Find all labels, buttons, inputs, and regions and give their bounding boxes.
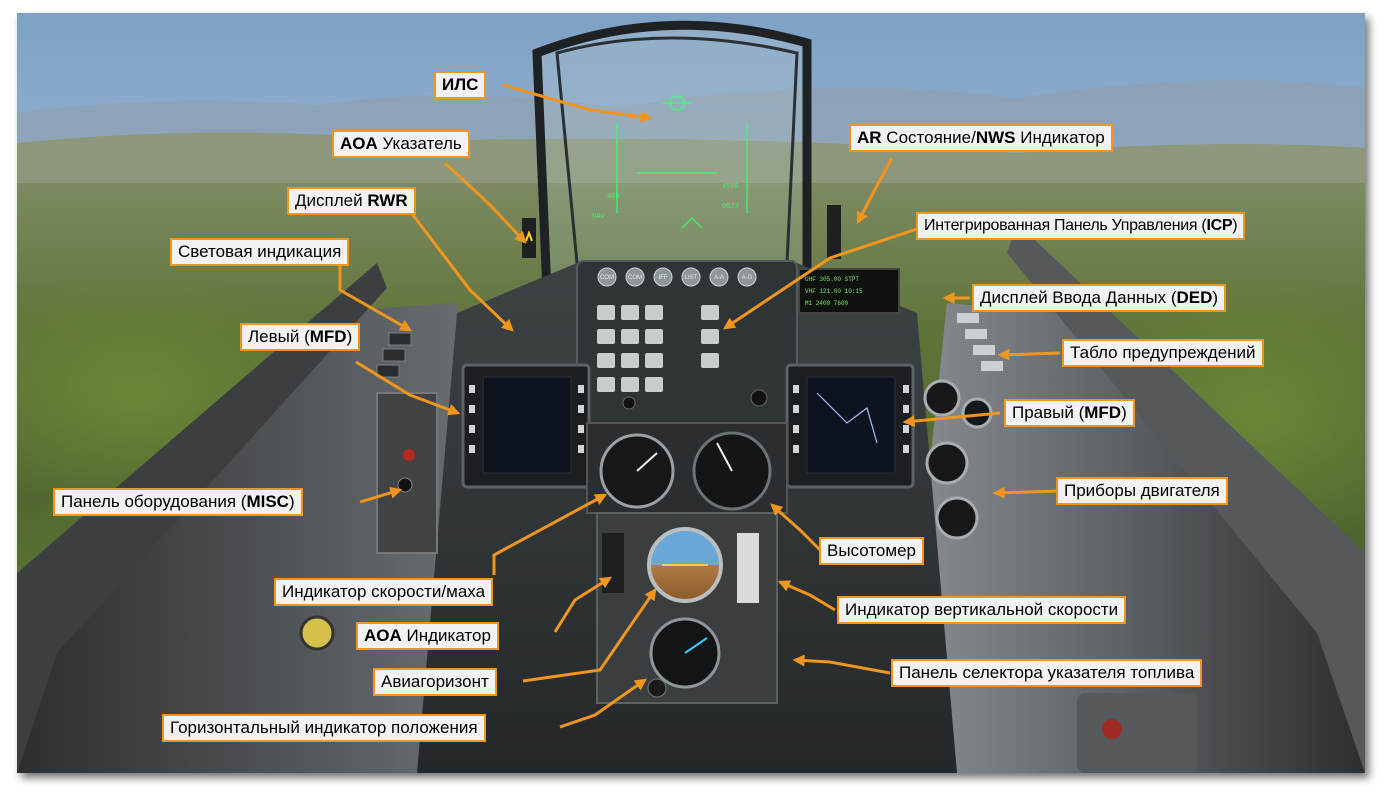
callout-rwr: Дисплей RWR — [287, 187, 416, 215]
callout-right-mfd-post: ) — [1121, 403, 1127, 422]
callout-rwr-bold: RWR — [367, 191, 408, 210]
svg-text:0023: 0023 — [722, 203, 739, 211]
callout-icp-post: ) — [1232, 217, 1238, 234]
callout-right-mfd-bold: MFD — [1084, 403, 1122, 422]
callout-right-mfd: Правый (MFD) — [1004, 399, 1135, 427]
callout-aoa-indicator-bold: AOA — [364, 626, 402, 645]
callout-icp: Интегрированная Панель Управления (ICP) — [916, 212, 1246, 240]
callout-aoa-indexer-bold: AOA — [340, 134, 378, 153]
callout-left-mfd-post: ) — [346, 327, 353, 346]
icp-btn-label: LIST — [685, 275, 698, 281]
callout-ded-post: ) — [1212, 288, 1219, 307]
callout-nws-bold: NWS — [975, 128, 1016, 147]
callout-rwr-text: Дисплей — [295, 191, 368, 210]
icp-btn-label: A-G — [742, 275, 753, 281]
callout-ar-nws: AR Состояние/NWS Индикатор — [849, 124, 1113, 152]
icp-btn-label: COM — [628, 275, 642, 281]
callout-right-mfd-pre: Правый ( — [1012, 403, 1085, 422]
svg-text:UHF 305.00 STPT: UHF 305.00 STPT — [805, 276, 859, 283]
callout-icp-bold: ICP — [1206, 217, 1233, 234]
icp-btn-label: COM — [600, 275, 614, 281]
svg-text:NAV: NAV — [592, 213, 605, 221]
callout-left-mfd: Левый (MFD) — [240, 323, 361, 351]
icp-btn-label: IFF — [659, 275, 668, 281]
callout-aoa-indexer-text: Указатель — [377, 134, 462, 153]
callout-light: Световая индикация — [170, 238, 350, 266]
callout-hud: ИЛС — [434, 71, 487, 99]
callout-ar-text: Состояние/ — [881, 128, 976, 147]
callout-ded-bold: DED — [1176, 288, 1213, 307]
callout-ded-pre: Дисплей Ввода Данных ( — [980, 288, 1177, 307]
callout-left-mfd-bold: MFD — [309, 327, 347, 346]
callout-left-mfd-pre: Левый ( — [248, 327, 310, 346]
callout-misc-post: ) — [288, 492, 295, 511]
callout-adi: Авиагоризонт — [373, 668, 497, 696]
callout-fuel: Панель селектора указателя топлива — [891, 659, 1203, 687]
callout-aoa-indicator-text: Индикатор — [401, 626, 491, 645]
callout-ar-bold: AR — [857, 128, 882, 147]
svg-text:4500: 4500 — [722, 183, 739, 191]
callout-nws-text: Индикатор — [1015, 128, 1105, 147]
callout-ded: Дисплей Ввода Данных (DED) — [972, 284, 1227, 312]
callout-hsi: Горизонтальный индикатор положения — [162, 714, 486, 742]
callout-misc: Панель оборудования (MISC) — [53, 488, 303, 516]
callout-misc-bold: MISC — [246, 492, 289, 511]
callout-icp-pre: Интегрированная Панель Управления ( — [924, 217, 1207, 234]
callout-airspeed: Индикатор скорости/маха — [274, 578, 494, 606]
svg-text:M1 2400 7600: M1 2400 7600 — [805, 300, 849, 307]
callout-altimeter: Высотомер — [819, 537, 924, 565]
callout-misc-pre: Панель оборудования ( — [61, 492, 247, 511]
svg-text:VHF 121.00 10:15: VHF 121.00 10:15 — [805, 288, 863, 295]
callout-engine: Приборы двигателя — [1056, 477, 1228, 505]
svg-text:465: 465 — [607, 193, 620, 201]
callout-caution: Табло предупреждений — [1062, 339, 1264, 367]
callout-aoa-indexer: AOA Указатель — [332, 130, 470, 158]
icp-btn-label: A-A — [714, 275, 724, 281]
callout-vvi: Индикатор вертикальной скорости — [837, 596, 1127, 624]
callout-aoa-indicator: AOA Индикатор — [356, 622, 499, 650]
